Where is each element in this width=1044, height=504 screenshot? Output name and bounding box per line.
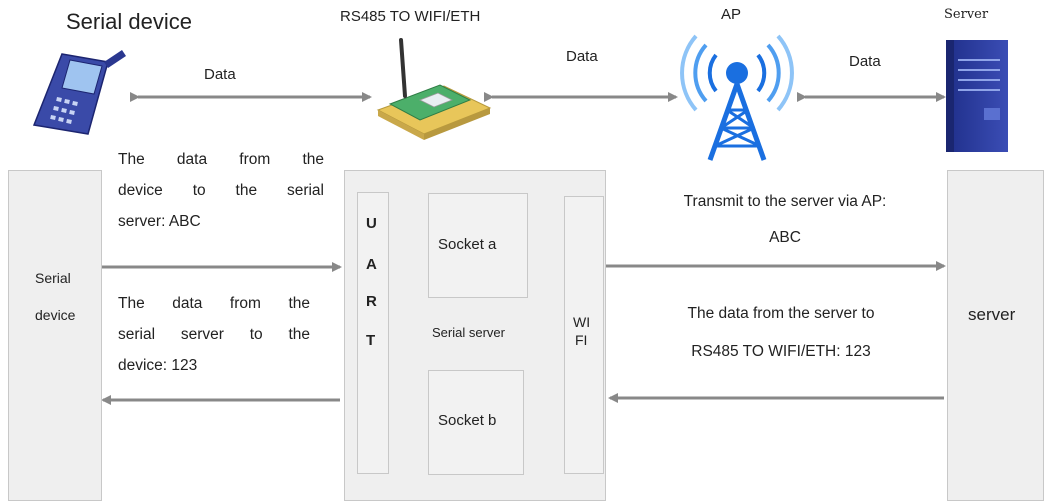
uart-letter-r: R xyxy=(366,293,377,310)
serial-device-title: Serial device xyxy=(66,9,192,34)
server-box xyxy=(947,170,1044,501)
rs485-title: RS485 TO WIFI/ETH xyxy=(340,8,481,25)
uart-block xyxy=(357,192,389,474)
text-server-to-device-line-2: serial server to the xyxy=(118,326,310,343)
data-label-3: Data xyxy=(849,53,881,70)
uart-letter-t: T xyxy=(366,332,376,349)
text-server-to-device-line-1: The data from the xyxy=(118,295,310,312)
socket-a-label: Socket a xyxy=(438,236,497,253)
text-device-to-server: The data from the device to the serial s… xyxy=(118,144,324,237)
socket-b-block xyxy=(428,370,524,475)
serial-device-box-label-1: Serial xyxy=(35,270,71,286)
uart-letter-a: A xyxy=(366,256,377,273)
serial-device-box-label-2: device xyxy=(35,307,76,323)
ap-antenna-icon xyxy=(680,34,794,161)
data-label-2: Data xyxy=(566,48,598,65)
serial-device-box xyxy=(8,170,102,501)
socket-a-block xyxy=(428,193,528,298)
wifi-block xyxy=(564,196,604,474)
text-transmit-line-1: Transmit to the server via AP: xyxy=(683,193,887,210)
text-server-to-device: The data from the serial server to the d… xyxy=(118,288,310,381)
text-device-to-server-line-2: device to the serial xyxy=(118,182,324,199)
server-box-label: server xyxy=(968,305,1016,324)
handheld-device-icon xyxy=(32,50,126,135)
server-title: Server xyxy=(944,7,989,22)
rs485-module-icon xyxy=(376,38,492,140)
socket-b-label: Socket b xyxy=(438,412,497,429)
text-server-to-rs485-line-2: RS485 TO WIFI/ETH: 123 xyxy=(691,343,871,360)
wifi-label-1: WI xyxy=(573,314,591,330)
text-server-to-device-line-3: device: 123 xyxy=(118,357,198,374)
text-server-to-rs485-line-1: The data from the server to xyxy=(687,305,875,322)
uart-letter-u: U xyxy=(366,215,377,232)
serial-server-label: Serial server xyxy=(432,325,505,340)
text-device-to-server-line-1: The data from the xyxy=(118,151,324,168)
ap-title: AP xyxy=(721,6,742,23)
server-rack-icon xyxy=(946,40,1008,152)
wifi-label-2: FI xyxy=(575,332,588,348)
data-label-1: Data xyxy=(204,66,236,83)
text-device-to-server-line-3: server: ABC xyxy=(118,213,201,230)
text-transmit-line-2: ABC xyxy=(769,229,801,246)
